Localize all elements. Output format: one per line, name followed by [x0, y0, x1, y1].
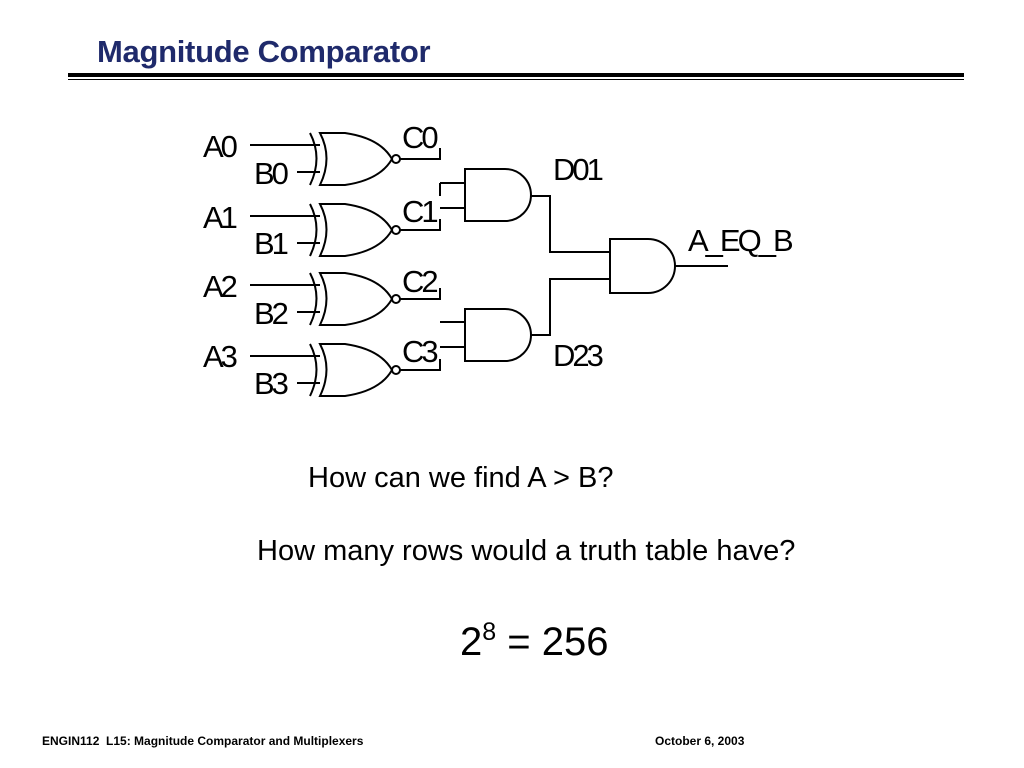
title-rule-thin [68, 79, 964, 80]
question-truth-table-rows: How many rows would a truth table have? [257, 535, 796, 567]
formula-base: 2 [460, 620, 483, 664]
title-rule [68, 73, 964, 77]
and-gate-final [590, 238, 728, 294]
xnor-gate-2 [250, 272, 441, 326]
question-greater-than: How can we find A > B? [308, 462, 614, 494]
formula: 28 = 256 [460, 618, 609, 665]
label-b2: B2 [254, 296, 288, 331]
label-b0: B0 [254, 156, 289, 191]
label-a2: A2 [203, 269, 237, 304]
label-a-eq-b: A_EQ_B [688, 223, 793, 258]
label-c2: C2 [402, 264, 437, 299]
footer-date: October 6, 2003 [655, 734, 745, 748]
label-d01: D01 [553, 152, 603, 187]
label-b3: B3 [254, 366, 288, 401]
label-b1: B1 [254, 226, 288, 261]
and-gate-d01 [439, 168, 590, 253]
label-a3: A3 [203, 339, 237, 374]
label-c0: C0 [402, 120, 438, 155]
label-a0: A0 [203, 129, 238, 164]
formula-exponent: 8 [482, 618, 497, 646]
xnor-gate-1 [250, 203, 441, 257]
footer-course: ENGIN112 L15: Magnitude Comparator and M… [42, 734, 364, 748]
xnor-gate-3 [250, 343, 441, 397]
label-a1: A1 [203, 200, 237, 235]
label-c1: C1 [402, 194, 437, 229]
label-d23: D23 [553, 338, 603, 373]
formula-result: = 256 [496, 620, 609, 664]
and-gate-d23 [440, 278, 590, 362]
label-c3: C3 [402, 334, 437, 369]
slide-title: Magnitude Comparator [97, 34, 431, 69]
xnor-gate-0 [250, 132, 441, 186]
